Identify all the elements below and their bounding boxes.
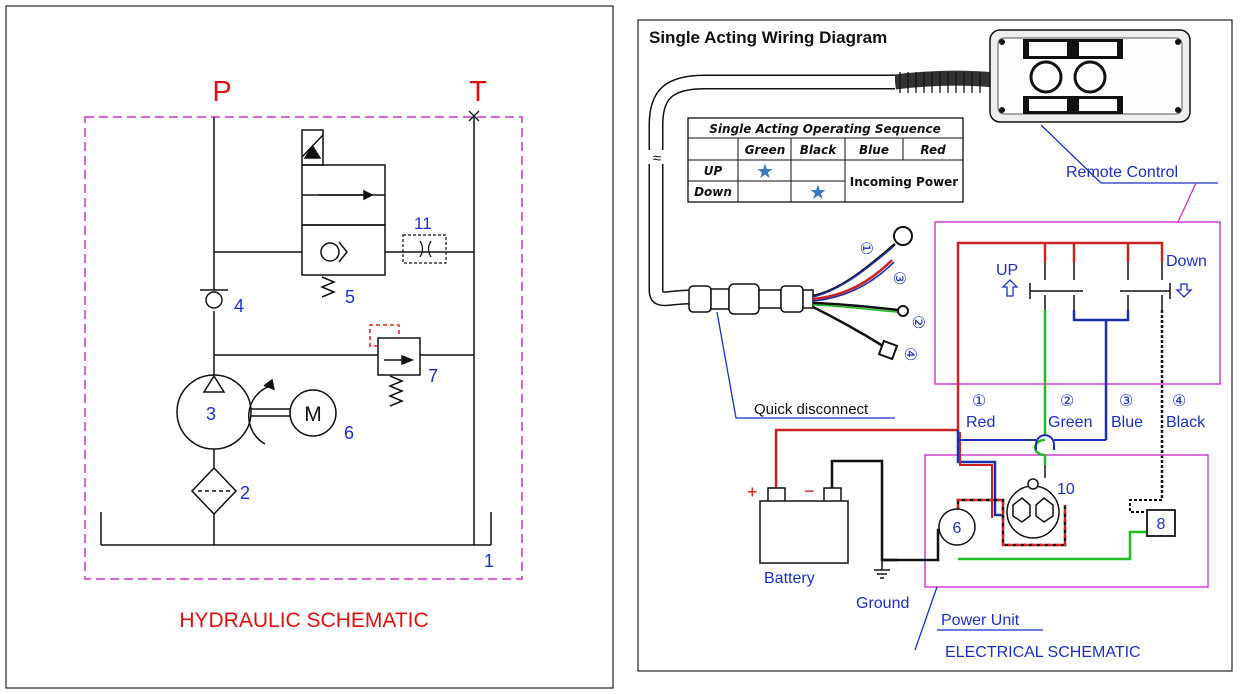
port-t-label: T (469, 76, 487, 108)
table-row-down-label: Down (694, 185, 732, 199)
battery-label: Battery (764, 570, 815, 587)
remote-control-box (934, 221, 1221, 385)
solenoid-valve-5 (301, 129, 386, 298)
battery (759, 487, 849, 564)
label-1: 1 (484, 551, 494, 571)
switch-wiring (956, 241, 1171, 500)
label-11: 11 (414, 214, 432, 233)
table-row-up-label: UP (704, 164, 723, 178)
breakout-wires (812, 243, 899, 348)
cable-num-1: ① (857, 241, 874, 255)
table-header-blue: Blue (859, 143, 889, 157)
remote-control-leader (1040, 124, 1218, 184)
hydraulic-panel: P T 4 (5, 5, 614, 689)
label-2: 2 (240, 483, 250, 503)
label-3: 3 (206, 404, 216, 424)
component-8-label: 8 (1157, 516, 1166, 533)
remote-control-label: Remote Control (1066, 164, 1178, 181)
star-down-black: ★ (809, 182, 827, 204)
cable-num-3: ③ (890, 271, 907, 285)
hydraulic-boundary (84, 116, 523, 580)
remote-control-pendant (894, 29, 1191, 123)
wire-2-name: Green (1048, 414, 1092, 431)
electrical-panel: Single Acting Wiring Diagram ≈ (637, 19, 1233, 672)
filter-2 (190, 466, 238, 516)
power-unit-label: Power Unit (941, 612, 1020, 629)
up-arrow-icon (1001, 279, 1019, 297)
spade-terminal (877, 339, 899, 361)
motor-6-circle (938, 508, 976, 546)
wire-3-name: Blue (1111, 414, 1143, 431)
quick-disconnect-leader (716, 311, 895, 419)
wire-2-num: ② (1060, 393, 1074, 410)
solenoid-10 (1006, 478, 1060, 539)
table-title: Single Acting Operating Sequence (709, 122, 940, 136)
component-8-box (1146, 509, 1176, 537)
ground-label: Ground (856, 595, 909, 612)
ground-icon (874, 560, 890, 579)
ring-terminal (893, 226, 913, 246)
hydraulic-title: HYDRAULIC SCHEMATIC (179, 609, 428, 632)
battery-plus-label: + (747, 482, 758, 502)
label-5: 5 (345, 287, 355, 307)
hydraulic-lines (100, 117, 492, 546)
cable-break-mark: ≈ (653, 150, 661, 167)
table-merged-incoming-power: Incoming Power (850, 175, 959, 189)
up-label: UP (996, 262, 1018, 279)
table-header-black: Black (800, 143, 837, 157)
pump-3 (176, 374, 290, 450)
label-6: 6 (344, 423, 354, 443)
power-unit-leader (914, 586, 1043, 651)
pendant-cable (648, 74, 895, 307)
star-up-green: ★ (756, 161, 774, 183)
component-6-label: 6 (953, 520, 962, 537)
wire-4-name: Black (1166, 414, 1206, 431)
main-wiring (774, 428, 1162, 562)
table-header-red: Red (920, 143, 946, 157)
wire-4-num: ④ (1172, 393, 1186, 410)
power-unit-box (924, 454, 1209, 588)
wiring-heading: Single Acting Wiring Diagram (649, 28, 887, 47)
label-4: 4 (234, 296, 244, 316)
wire-1-name: Red (966, 414, 995, 431)
pin-terminal (897, 305, 909, 317)
component-10-label: 10 (1057, 481, 1075, 498)
wire-3-num: ③ (1119, 393, 1133, 410)
motor-6 (289, 389, 337, 437)
operating-sequence-table: Single Acting Operating Sequence Green B… (687, 117, 964, 204)
relief-valve-7 (369, 324, 421, 407)
check-valve-4 (200, 289, 228, 309)
down-label: Down (1166, 253, 1207, 270)
flow-control-11 (402, 234, 447, 264)
motor-m-label: M (304, 403, 322, 426)
battery-minus-label: − (804, 481, 815, 501)
down-arrow-icon (1175, 283, 1193, 298)
quick-disconnect-connector (688, 283, 814, 315)
table-header-green: Green (745, 143, 786, 157)
label-7: 7 (428, 366, 438, 386)
cable-num-2: ② (909, 315, 926, 329)
port-p-label: P (212, 76, 231, 108)
quick-disconnect-label: Quick disconnect (754, 401, 869, 418)
port-t-cross (468, 110, 480, 122)
cable-num-4: ④ (901, 347, 918, 361)
electrical-title: ELECTRICAL SCHEMATIC (945, 644, 1141, 661)
hydraulic-frame (5, 5, 614, 689)
wire-1-num: ① (972, 393, 986, 410)
